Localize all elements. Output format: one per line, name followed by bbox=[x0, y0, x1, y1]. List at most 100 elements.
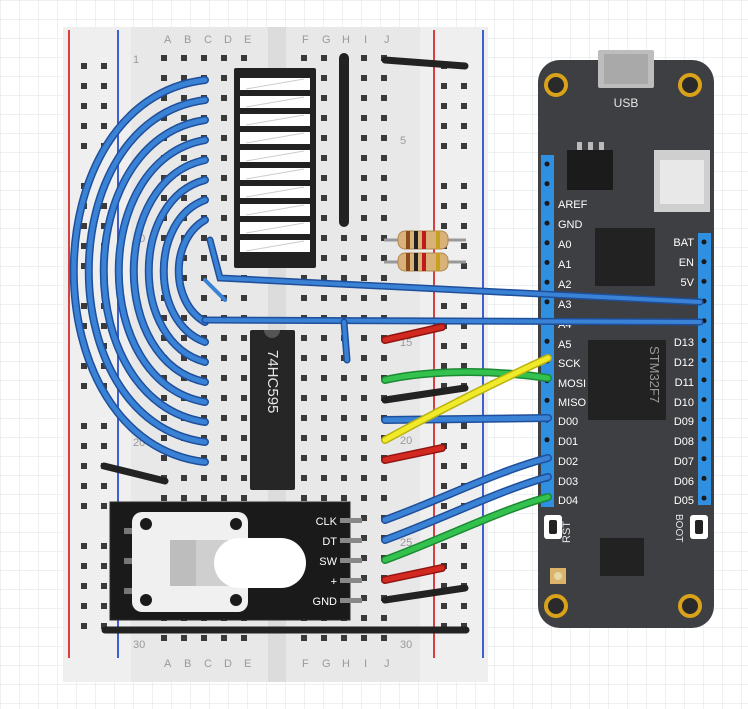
led-segment-shade bbox=[245, 222, 305, 234]
bb-hole bbox=[221, 235, 227, 241]
row-label-15: 15 bbox=[400, 337, 412, 349]
bb-hole bbox=[341, 475, 347, 481]
bb-hole bbox=[361, 275, 367, 281]
header-pin bbox=[701, 239, 707, 245]
rail-hole bbox=[461, 543, 467, 549]
bb-hole bbox=[381, 115, 387, 121]
bb-hole bbox=[361, 95, 367, 101]
rail-hole bbox=[81, 63, 87, 69]
rail-hole bbox=[461, 83, 467, 89]
rail-hole bbox=[441, 183, 447, 189]
pin-label-a5: A5 bbox=[558, 339, 571, 351]
bb-hole bbox=[301, 415, 307, 421]
col-label-h-bottom: H bbox=[342, 658, 350, 670]
header-pin bbox=[544, 181, 550, 187]
bb-hole bbox=[321, 175, 327, 181]
header-pin bbox=[701, 397, 707, 403]
rail-hole bbox=[441, 483, 447, 489]
rail-hole bbox=[101, 123, 107, 129]
led-segment-shade bbox=[245, 132, 305, 144]
pin-label-mosi: MOSI bbox=[558, 378, 586, 390]
row-label-20-right: 20 bbox=[400, 435, 412, 447]
wire-black-left bbox=[100, 462, 169, 485]
pin-label-d12: D12 bbox=[674, 357, 694, 369]
rail-hole bbox=[441, 423, 447, 429]
pin-label-d13: D13 bbox=[674, 337, 694, 349]
bb-hole bbox=[361, 595, 367, 601]
rail-hole bbox=[81, 223, 87, 229]
rail-hole bbox=[441, 603, 447, 609]
rail-hole bbox=[441, 383, 447, 389]
bb-hole bbox=[221, 155, 227, 161]
bb-hole bbox=[161, 635, 167, 641]
bb-hole bbox=[361, 115, 367, 121]
pin-label-sck: SCK bbox=[558, 358, 581, 370]
rail-hole bbox=[441, 503, 447, 509]
bb-hole bbox=[381, 355, 387, 361]
rail-hole bbox=[461, 423, 467, 429]
bb-hole bbox=[321, 155, 327, 161]
rail-hole bbox=[101, 483, 107, 489]
rail-hole bbox=[441, 103, 447, 109]
bb-hole bbox=[161, 415, 167, 421]
pin-label-d03: D03 bbox=[558, 476, 578, 488]
bb-hole bbox=[161, 95, 167, 101]
bb-hole bbox=[241, 295, 247, 301]
header-pin bbox=[701, 495, 707, 501]
rail-hole bbox=[101, 563, 107, 569]
header-pin bbox=[701, 475, 707, 481]
header-pin bbox=[701, 456, 707, 462]
bb-hole bbox=[361, 255, 367, 261]
bb-hole bbox=[321, 635, 327, 641]
encoder-pin-clk: CLK bbox=[316, 516, 338, 528]
bb-hole bbox=[181, 95, 187, 101]
bb-hole bbox=[321, 335, 327, 341]
bb-hole bbox=[301, 455, 307, 461]
pin-label-a0: A0 bbox=[558, 239, 571, 251]
bb-hole bbox=[341, 635, 347, 641]
rail-hole bbox=[81, 323, 87, 329]
rail-hole bbox=[81, 303, 87, 309]
rail-hole bbox=[441, 543, 447, 549]
rail-hole bbox=[441, 83, 447, 89]
col-label-a-top: A bbox=[164, 34, 172, 46]
bb-hole bbox=[381, 275, 387, 281]
row-label-25: 25 bbox=[400, 537, 412, 549]
rail-hole bbox=[101, 223, 107, 229]
rail-hole bbox=[81, 443, 87, 449]
rail-hole bbox=[81, 603, 87, 609]
bb-hole bbox=[321, 275, 327, 281]
bb-hole bbox=[181, 635, 187, 641]
pin-label-d06: D06 bbox=[674, 476, 694, 488]
bb-hole bbox=[321, 495, 327, 501]
resistor-1 bbox=[384, 230, 466, 250]
bb-hole bbox=[241, 455, 247, 461]
header-pin bbox=[544, 220, 550, 226]
wire-blue-arc-core bbox=[146, 177, 208, 365]
rail-hole bbox=[81, 83, 87, 89]
bb-hole bbox=[221, 215, 227, 221]
header-pin bbox=[701, 416, 707, 422]
rst-label: RST bbox=[561, 521, 573, 543]
bb-hole bbox=[341, 495, 347, 501]
bb-hole bbox=[321, 395, 327, 401]
col-label-g-bottom: G bbox=[322, 658, 331, 670]
col-label-g-top: G bbox=[322, 34, 331, 46]
bb-hole bbox=[221, 55, 227, 61]
bb-hole bbox=[301, 335, 307, 341]
bb-hole bbox=[221, 335, 227, 341]
bb-hole bbox=[221, 355, 227, 361]
rail-hole bbox=[101, 443, 107, 449]
bb-hole bbox=[321, 475, 327, 481]
flash-chip bbox=[595, 228, 655, 286]
bb-hole bbox=[361, 75, 367, 81]
bb-hole bbox=[381, 175, 387, 181]
bb-hole bbox=[361, 375, 367, 381]
bb-hole bbox=[241, 475, 247, 481]
bb-hole bbox=[221, 475, 227, 481]
bb-hole bbox=[221, 415, 227, 421]
bb-hole bbox=[221, 255, 227, 261]
wire-blue-a4-core bbox=[203, 318, 702, 324]
header-pin bbox=[701, 338, 707, 343]
bb-hole bbox=[201, 495, 207, 501]
